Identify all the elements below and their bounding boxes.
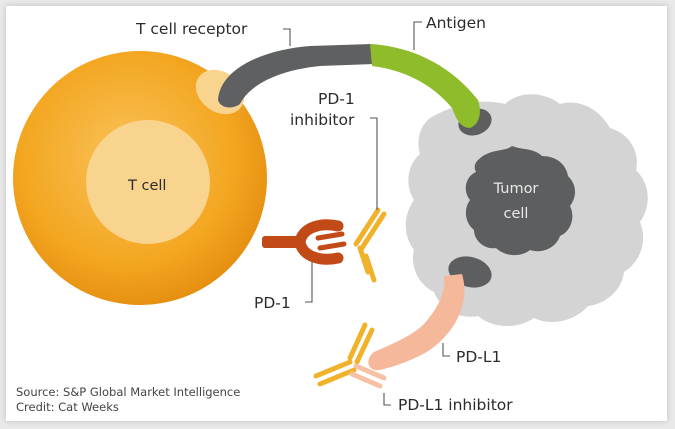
t-cell-nucleus — [86, 120, 210, 244]
label-pd1-inhibitor-line2: inhibitor — [290, 111, 355, 129]
leader-pd1-inhibitor — [370, 117, 378, 210]
label-antigen: Antigen — [426, 14, 486, 32]
pd1-inhibitor-antibody — [353, 207, 387, 283]
leader-pd1 — [305, 262, 313, 303]
leader-pdl1 — [442, 343, 450, 357]
leader-t-cell-receptor — [283, 28, 291, 46]
tumor-cell-nucleus — [465, 146, 575, 256]
leader-antigen — [413, 21, 422, 50]
pdl1 — [368, 274, 465, 371]
credit-text: Credit: Cat Weeks — [16, 400, 119, 414]
label-t-cell: T cell — [127, 178, 166, 194]
label-pd1-inhibitor-line1: PD-1 — [318, 90, 355, 108]
source-text: Source: S&P Global Market Intelligence — [16, 385, 240, 399]
label-t-cell-receptor: T cell receptor — [135, 20, 248, 38]
label-pd1: PD-1 — [254, 294, 291, 312]
t-cell-receptor — [218, 44, 378, 108]
label-tumor-line1: Tumor — [493, 181, 539, 197]
pdl1-inhibitor-antibody — [313, 322, 387, 389]
label-pdl1: PD-L1 — [456, 348, 501, 366]
label-pdl1-inhibitor: PD-L1 inhibitor — [398, 396, 513, 414]
pd1-receptor — [262, 219, 347, 265]
label-tumor-line2: cell — [504, 206, 529, 222]
leader-pdl1-inhibitor — [383, 393, 391, 406]
antigen — [370, 44, 480, 128]
